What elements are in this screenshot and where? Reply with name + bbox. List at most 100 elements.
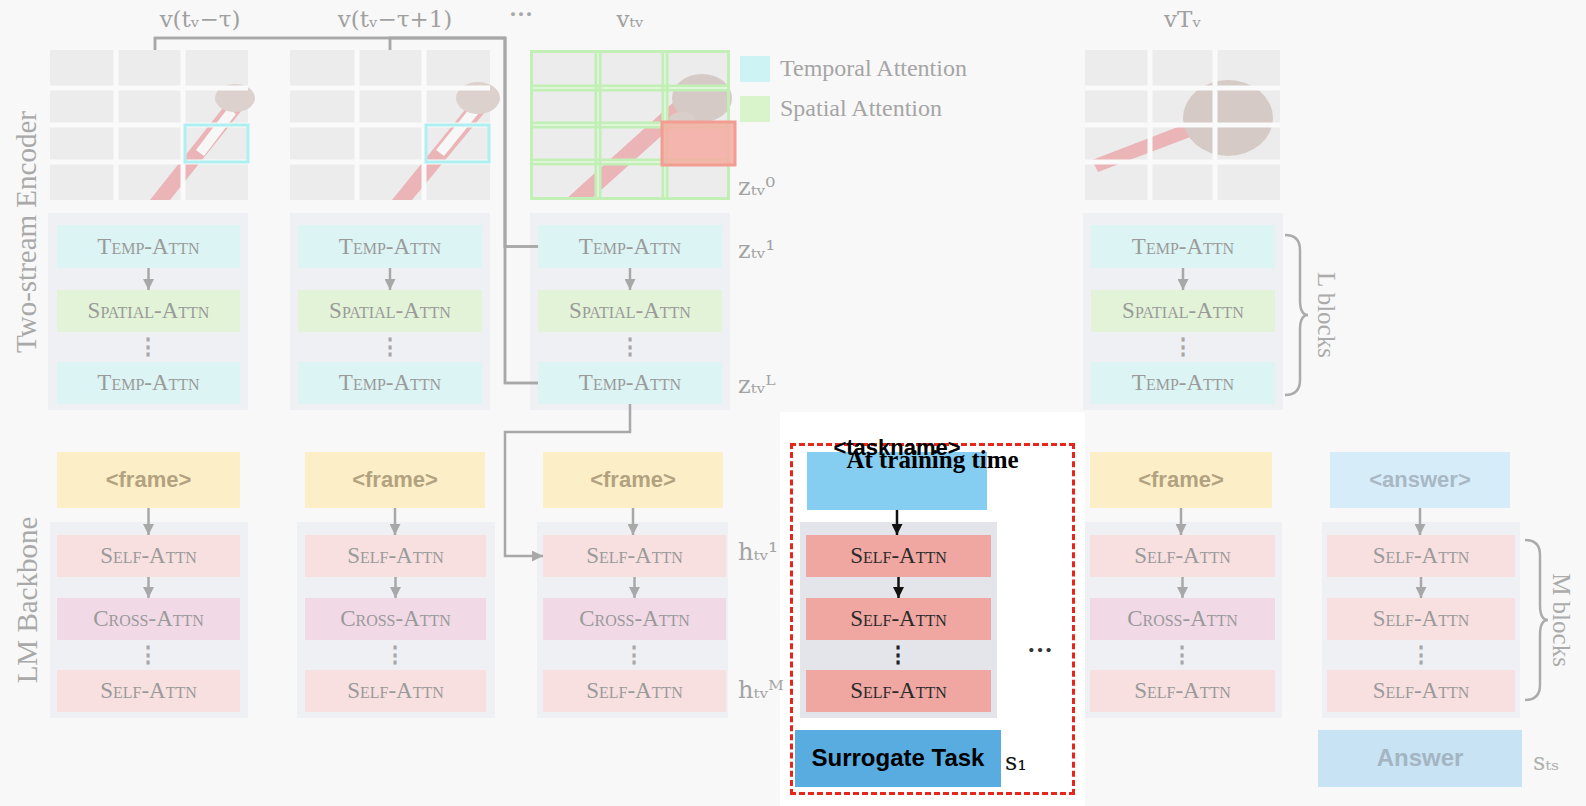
block-label: Self-Attn: [850, 543, 947, 568]
block-label: Temp-Attn: [339, 234, 441, 259]
legend-item: Temporal Attention: [740, 55, 967, 82]
temporal-attention-patch: [185, 125, 248, 162]
video-frame-photo: [530, 50, 735, 200]
block-label: Spatial-Attn: [1122, 298, 1244, 323]
self-attention-block: Self-Attn: [1327, 670, 1515, 712]
block-label: <frame>: [352, 468, 438, 492]
temporal-attention-block: Temp-Attn: [298, 225, 482, 268]
self-attention-block: Self-Attn: [305, 670, 486, 712]
block-label: Cross-Attn: [93, 606, 204, 631]
block-label: Self-Attn: [100, 543, 197, 568]
self-attention-block: Self-Attn: [57, 670, 240, 712]
block-panel: [530, 213, 730, 410]
block-label: Self-Attn: [850, 606, 947, 631]
section-label: LM Backbone: [11, 517, 43, 684]
block-panel: [290, 213, 490, 410]
self-attention-block: Self-Attn: [305, 535, 486, 577]
block-panel: [1322, 522, 1520, 718]
connector-arrow: [1182, 268, 1185, 290]
block-label: Self-Attn: [586, 543, 683, 568]
video-frame-photo: [290, 50, 500, 200]
legend-swatch: [740, 56, 770, 82]
self-attention-block: Self-Attn: [1090, 670, 1275, 712]
bracket-label: M blocks: [1548, 573, 1575, 667]
connector-arrow: [897, 577, 900, 598]
label-anchor: zₜᵥᴸ: [738, 372, 776, 398]
block-label: Self-Attn: [586, 678, 683, 703]
block-panel: [537, 522, 728, 718]
label-anchor: ⋮: [137, 335, 159, 359]
video-frame-photo: [392, 100, 485, 200]
ellipsis: ⋮: [1172, 334, 1194, 359]
label-anchor: LM Backbone: [12, 517, 44, 684]
video-frame-photo: [196, 108, 236, 156]
temporal-attention-block: Temp-Attn: [538, 362, 722, 404]
frame-token: <frame>: [543, 452, 723, 508]
math-symbol: zₜᵥ⁰: [738, 173, 775, 201]
ellipsis: ⋮: [619, 334, 641, 359]
math-symbol: zₜᵥᴸ: [738, 371, 776, 399]
block-panel: [48, 213, 248, 410]
block-panel: [50, 522, 248, 718]
block-label: Self-Attn: [347, 678, 444, 703]
temporal-attention-block: Temp-Attn: [298, 362, 482, 404]
ellipsis: ⋮: [379, 334, 401, 359]
legend-item: Spatial Attention: [740, 95, 942, 122]
math-symbol: hₜᵥᴹ: [738, 676, 784, 704]
block-label: Temp-Attn: [97, 234, 199, 259]
block-label: <taskname>: [833, 436, 960, 460]
block-label: Temp-Attn: [97, 370, 199, 395]
video-frame-photo: [50, 86, 248, 91]
curly-bracket: [1285, 235, 1308, 395]
label-anchor: hₜᵥᴹ: [738, 677, 784, 703]
self-attention-block: Self-Attn: [806, 670, 991, 712]
cross-attention-block: Cross-Attn: [57, 598, 240, 640]
block-label: Temp-Attn: [579, 234, 681, 259]
block-label: Temp-Attn: [1132, 234, 1234, 259]
block-label: Self-Attn: [1134, 678, 1231, 703]
video-frame-photo: [1085, 160, 1280, 165]
block-label: Temp-Attn: [339, 370, 441, 395]
block-label: Self-Attn: [347, 543, 444, 568]
label-anchor: s₁: [1005, 749, 1027, 775]
spatial-attention-grid: [599, 50, 602, 200]
block-label: Self-Attn: [100, 678, 197, 703]
video-frame-photo: [50, 50, 255, 200]
connector-arrow: [147, 508, 150, 535]
label-anchor: ⋮: [379, 335, 401, 359]
video-frame-photo: [50, 50, 248, 200]
temporal-attention-block: Temp-Attn: [1091, 362, 1275, 404]
block-label: Self-Attn: [1134, 543, 1231, 568]
ellipsis: ⋮: [137, 334, 159, 359]
block-label: Cross-Attn: [340, 606, 451, 631]
video-frame-photo: [290, 86, 490, 91]
connector-arrow: [389, 268, 392, 290]
self-attention-block: Self-Attn: [543, 535, 726, 577]
block-label: Cross-Attn: [1127, 606, 1238, 631]
block-label: Spatial-Attn: [329, 298, 451, 323]
block-label: Spatial-Attn: [569, 298, 691, 323]
label-anchor: hₜᵥ¹: [738, 539, 778, 565]
self-attention-block: Self-Attn: [543, 670, 726, 712]
block-label: Self-Attn: [1373, 606, 1470, 631]
block-label: Self-Attn: [850, 678, 947, 703]
frame-token: <frame>: [1090, 452, 1272, 508]
label-anchor: ⋮: [384, 643, 406, 667]
ellipsis: ···: [509, 1, 533, 27]
label-anchor: M blocks: [1547, 573, 1575, 667]
block-panel: [1085, 522, 1282, 718]
label-anchor: ⋮: [623, 643, 645, 667]
connector-arrow: [896, 510, 899, 535]
connector-arrow: [390, 38, 538, 383]
label-anchor: ···: [1027, 636, 1053, 665]
spatial-attention-block: Spatial-Attn: [298, 290, 482, 332]
connector-arrow: [629, 268, 632, 290]
label-anchor: ⋮: [1410, 643, 1432, 667]
video-frame-photo: [290, 50, 490, 200]
cross-attention-block: Cross-Attn: [543, 598, 726, 640]
video-frame-photo: [290, 50, 490, 200]
connector-arrow: [394, 508, 397, 535]
block-label: <frame>: [590, 468, 676, 492]
